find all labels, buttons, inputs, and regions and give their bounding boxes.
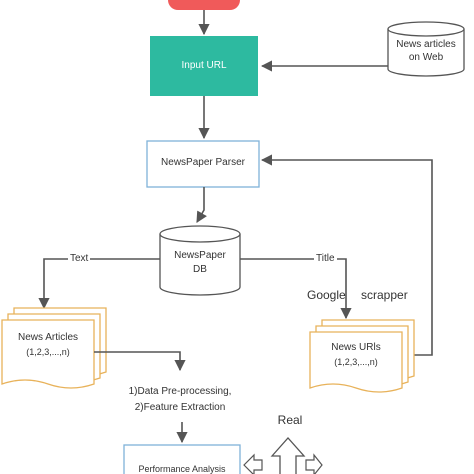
urls-label-2: (1,2,3,...,n): [334, 357, 378, 367]
real-up-arrow: [270, 437, 306, 474]
performance-box: [123, 444, 241, 474]
perf-incoming-arrow: [243, 453, 263, 474]
news-articles-documents: [1, 307, 107, 389]
articles-label-1: News Articles: [17, 332, 79, 343]
db-label-2: DB: [193, 264, 207, 275]
steps-label-2: 2)Feature Extraction: [134, 402, 226, 413]
input-url-box: [150, 36, 258, 96]
news-web-database: [387, 21, 465, 77]
right-outgoing-arrow: [305, 453, 323, 474]
title-edge-label: Title: [314, 253, 337, 265]
articles-label-2: (1,2,3,...,n): [26, 347, 70, 357]
news-urls-documents: [309, 319, 415, 393]
db-to-articles-arrow: [38, 258, 160, 310]
steps-label-1: 1)Data Pre-processing,: [128, 386, 232, 397]
input-url-label: Input URL: [181, 60, 227, 71]
google-label: Google: [307, 288, 346, 302]
newspaper-db-cylinder: [159, 225, 241, 296]
news-web-label-1: News articles: [396, 39, 456, 50]
urls-to-parser-arrow: [260, 154, 433, 356]
performance-label: Performance Analysis: [138, 464, 226, 474]
start-terminal: [168, 0, 240, 10]
text-edge-label: Text: [68, 253, 91, 265]
articles-to-processing-arrow: [94, 351, 186, 372]
news-web-label-2: on Web: [408, 52, 444, 63]
db-label-1: NewsPaper: [174, 250, 226, 261]
parser-label: NewsPaper Parser: [161, 157, 245, 168]
parser-box: [146, 140, 260, 188]
urls-label-1: News URls: [331, 342, 381, 353]
real-label: Real: [277, 413, 303, 427]
scrapper-label: scrapper: [361, 288, 408, 302]
parser-to-db-arrow: [196, 187, 207, 223]
db-to-urls-arrow: [240, 258, 352, 320]
